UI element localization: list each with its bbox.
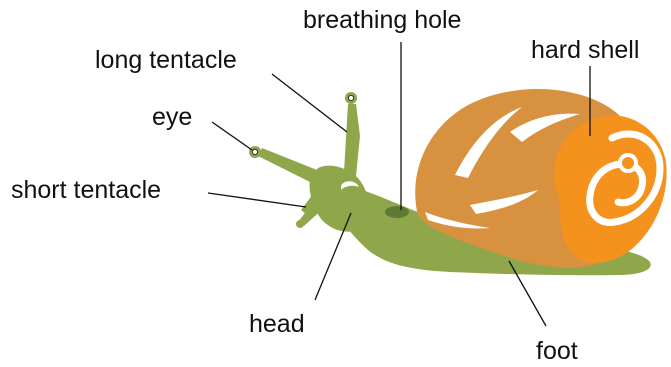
- long-tentacle-eye-icon: [348, 95, 353, 100]
- label-eye: eye: [152, 103, 192, 131]
- eye-icon: [252, 149, 257, 154]
- short-tentacle-leader: [208, 193, 306, 207]
- label-breathing-hole: breathing hole: [303, 6, 461, 34]
- label-hard-shell: hard shell: [531, 36, 639, 64]
- eye-leader: [212, 122, 252, 150]
- breathing-hole: [385, 206, 409, 218]
- label-short-tentacle: short tentacle: [11, 176, 161, 204]
- eye-tentacle-shape: [258, 148, 326, 186]
- long-tentacle-shape: [344, 104, 360, 176]
- long-tentacle-leader: [272, 74, 347, 132]
- label-foot: foot: [536, 337, 578, 365]
- label-head: head: [249, 310, 305, 338]
- label-long-tentacle: long tentacle: [95, 46, 237, 74]
- shell-spiral-center: [620, 155, 636, 171]
- short-tentacle-tip: [296, 220, 304, 228]
